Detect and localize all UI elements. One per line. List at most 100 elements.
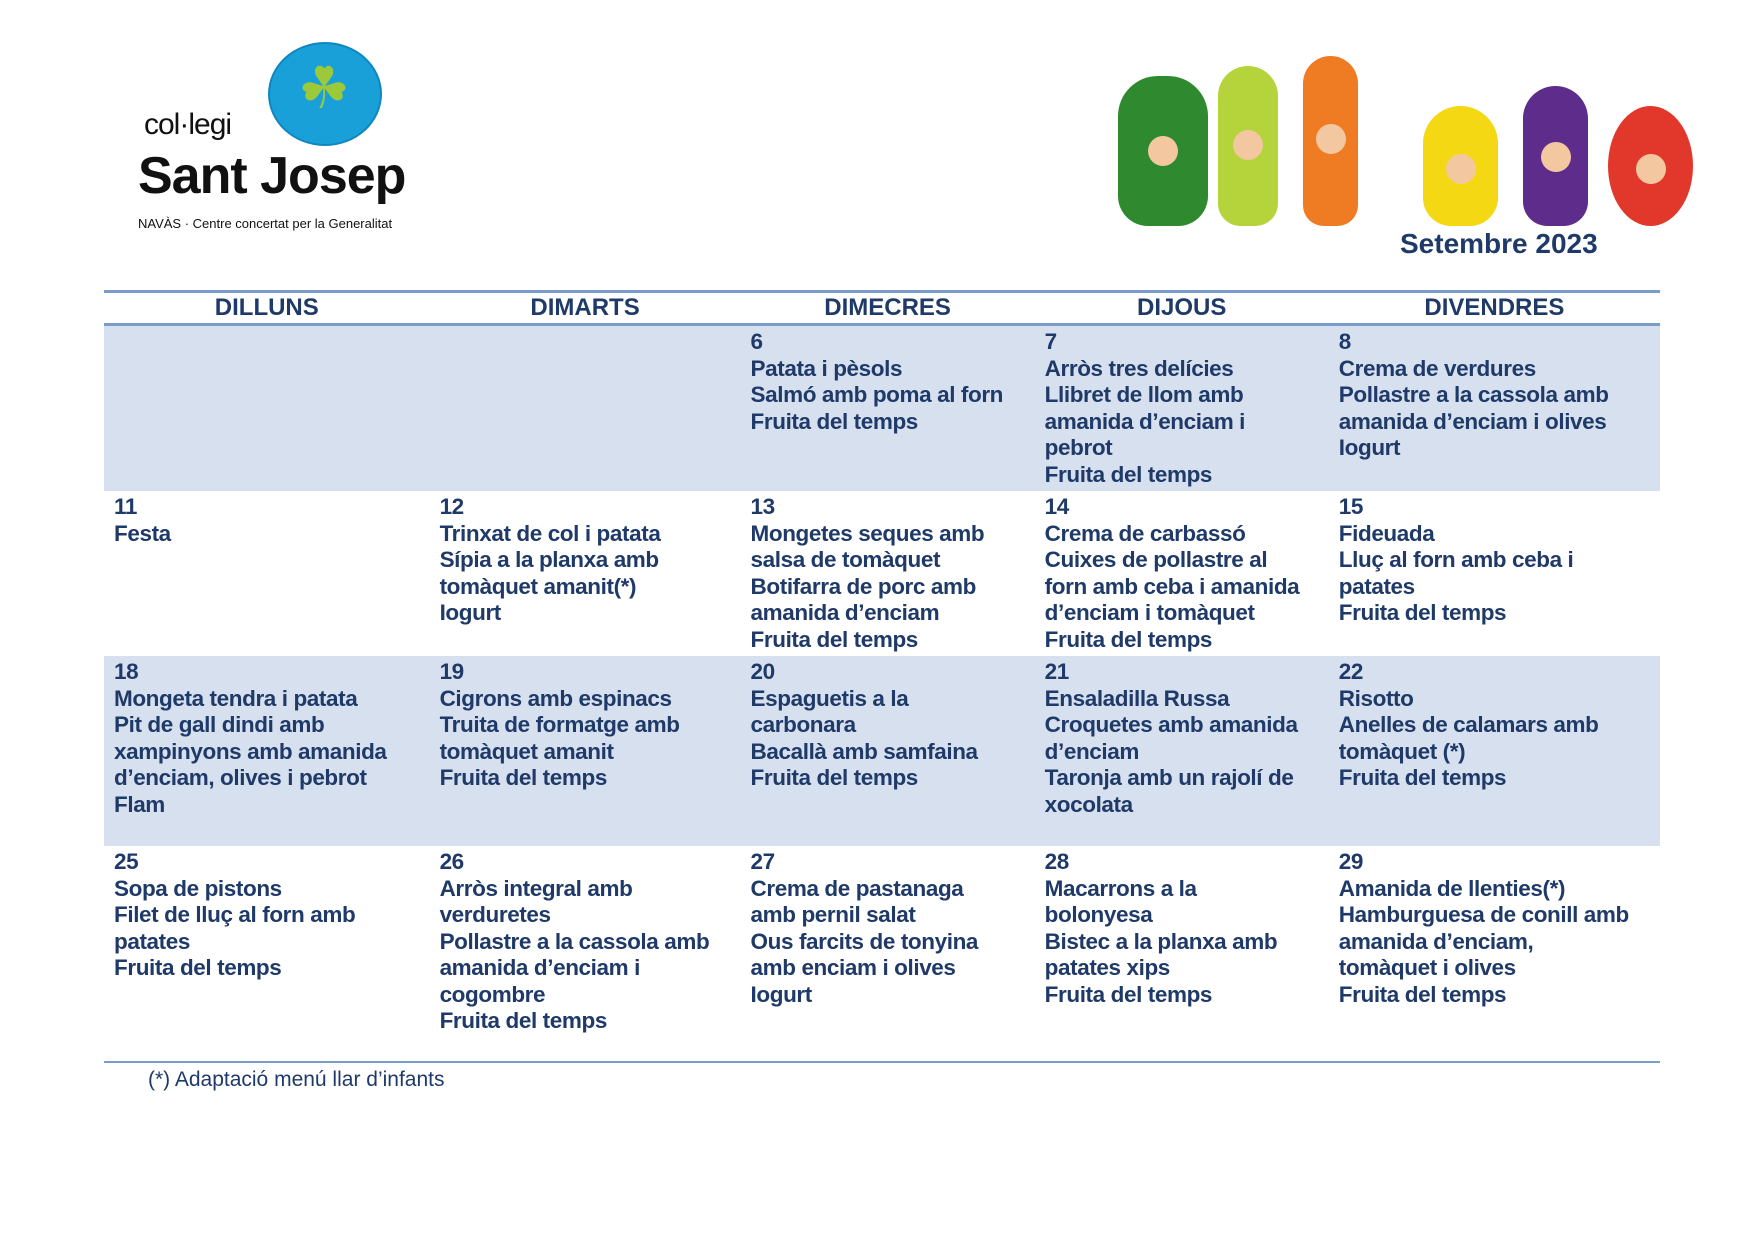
day-header: DIMARTS	[429, 290, 741, 326]
menu-item: Botifarra de porc amb	[750, 573, 977, 599]
menu-item: patates	[1338, 573, 1415, 599]
logo-circle	[268, 42, 382, 146]
menu-item: Truita de formatge amb	[439, 712, 680, 737]
menu-item: pebrot	[1044, 435, 1113, 460]
menu-item: Trinxat de col i patata	[439, 520, 661, 546]
day-number: 25	[114, 849, 139, 874]
menu-item: Salmó amb poma al forn	[750, 382, 1004, 407]
menu-item: Iogurt	[750, 981, 813, 1007]
menu-item: Pollastre a la cassola amb	[1338, 382, 1609, 407]
menu-item: Risotto	[1338, 685, 1414, 711]
menu-item: Macarrons a la	[1044, 875, 1197, 901]
day-number: 18	[114, 659, 139, 684]
day-number: 20	[750, 659, 776, 684]
day-number: 28	[1044, 849, 1070, 874]
menu-item: amanida d’enciam i olives	[1338, 408, 1607, 434]
menu-item: Cigrons amb espinacs	[439, 685, 672, 711]
menu-item: Fruita del temps	[750, 626, 919, 652]
menu-item: Fruita del temps	[1044, 461, 1213, 487]
school-logo: ☘ col·legi Sant Josep NAVÀS · Centre con…	[136, 38, 406, 238]
menu-item: Iogurt	[439, 600, 502, 625]
menu-item: Pollastre a la cassola amb	[439, 928, 710, 954]
menu-item: amanida d’enciam i	[1044, 408, 1246, 434]
menu-item: Fruita del temps	[114, 955, 282, 980]
menu-item: xocolata	[1044, 791, 1133, 817]
menu-item: bolonyesa	[1044, 902, 1153, 927]
day-number: 22	[1338, 659, 1364, 684]
menu-item: Espaguetis a la	[750, 685, 909, 711]
menu-item: Fruita del temps	[750, 765, 919, 790]
menu-item: Fideuada	[1338, 520, 1435, 546]
menu-item: amanida d’enciam	[750, 600, 940, 625]
menu-item: verduretes	[439, 902, 551, 927]
menu-item: Fruita del temps	[750, 408, 919, 434]
day-number: 29	[1338, 849, 1364, 874]
day-number: 15	[1338, 494, 1364, 519]
menu-item: Anelles de calamars amb	[1338, 712, 1599, 737]
day-number: 13	[750, 494, 776, 519]
broccoli-icon	[1118, 76, 1208, 226]
menu-item: Iogurt	[1338, 435, 1401, 460]
menu-item: Festa	[114, 520, 171, 546]
clover-icon: ☘	[298, 56, 350, 121]
day-number: 26	[439, 849, 465, 874]
menu-item: patates xips	[1044, 955, 1171, 980]
day-number: 11	[114, 494, 137, 519]
day-cell	[429, 324, 741, 491]
menu-item: carbonara	[750, 712, 857, 737]
carrot-icon	[1303, 56, 1358, 226]
menu-item: Filet de lluç al forn amb	[114, 902, 356, 927]
menu-item: Bacallà amb samfaina	[750, 738, 979, 764]
menu-item: tomàquet amanit	[439, 738, 614, 764]
day-header: DIMECRES	[740, 290, 1035, 326]
menu-item: tomàquet (*)	[1338, 738, 1466, 764]
menu-item: Arròs integral amb	[439, 875, 633, 901]
menu-item: Crema de pastanaga	[750, 875, 964, 901]
day-number: 19	[439, 659, 465, 684]
menu-item: Fruita del temps	[439, 765, 608, 790]
day-header: DILLUNS	[104, 290, 430, 326]
menu-item: d’enciam i tomàquet	[1044, 600, 1255, 625]
day-number: 6	[750, 329, 764, 354]
menu-item: d’enciam, olives i pebrot	[114, 765, 367, 790]
menu-item: Mongetes seques amb	[750, 520, 985, 546]
menu-item: Flam	[114, 791, 165, 817]
menu-item: Mongeta tendra i patata	[114, 685, 358, 711]
day-number: 8	[1338, 329, 1352, 354]
day-number: 12	[439, 494, 465, 519]
menu-item: xampinyons amb amanida	[114, 738, 387, 764]
menu-item: Fruita del temps	[1044, 981, 1213, 1007]
menu-item: amb pernil salat	[750, 902, 916, 927]
menu-item: Crema de verdures	[1338, 355, 1536, 381]
menu-item: Sopa de pistons	[114, 875, 282, 901]
menu-item: Fruita del temps	[1338, 600, 1507, 625]
menu-item: Crema de carbassó	[1044, 520, 1246, 546]
menu-item: tomàquet amanit(*)	[439, 573, 637, 599]
menu-item: tomàquet i olives	[1338, 955, 1516, 980]
logo-name: Sant Josep	[138, 147, 406, 205]
vegetable-kids-illustration	[1118, 46, 1698, 226]
menu-item: amanida d’enciam,	[1338, 928, 1534, 954]
menu-item: Fruita del temps	[1338, 981, 1507, 1007]
menu-item: Ous farcits de tonyina	[750, 928, 979, 954]
logo-subtitle: NAVÀS · Centre concertat per la Generali…	[138, 216, 393, 231]
footnote: (*) Adaptació menú llar d’infants	[148, 1068, 445, 1091]
tomato-icon	[1608, 106, 1693, 226]
menu-item: Sípia a la planxa amb	[439, 547, 660, 572]
menu-item: Lluç al forn amb ceba i	[1338, 547, 1574, 572]
